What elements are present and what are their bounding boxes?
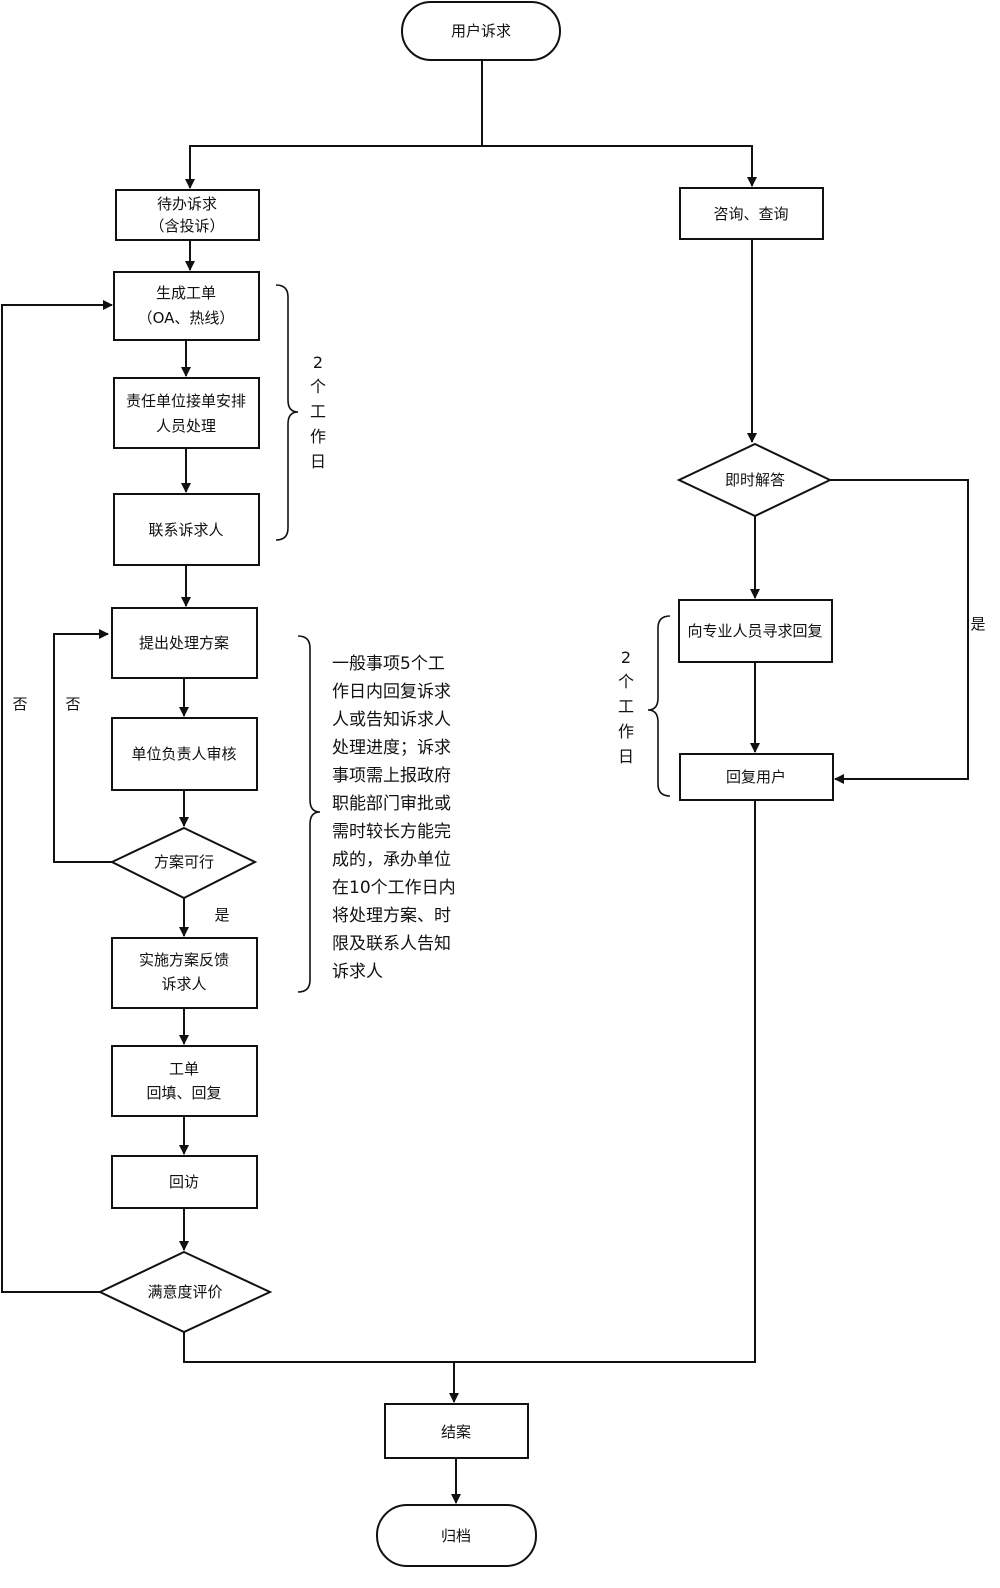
instant-answer-decision: 即时解答 [676,442,833,518]
instant-yes-label: 是 [970,615,985,633]
fill-back-line-1: 工单 [169,1060,199,1078]
reply-user-node: 回复用户 [679,753,834,801]
left-days-brace [275,284,299,541]
implement-line-2: 诉求人 [161,975,206,993]
contact-node: 联系诉求人 [113,493,260,566]
assign-line-1: 责任单位接单安排 [126,392,246,410]
pending-line-2: （含投诉） [149,217,224,235]
right-days-char-2: 个 [618,672,634,691]
propose-node: 提出处理方案 [111,607,258,679]
close-label: 结案 [441,1423,471,1441]
right-days-char-4: 作 [618,722,634,741]
left-days-char-2: 个 [310,377,326,396]
rule-note: 一般事项5个工 作日内回复诉求 人或告知诉求人 处理进度；诉求 事项需上报政府 … [332,654,456,982]
revisit-node: 回访 [111,1155,258,1209]
left-days-char-4: 作 [310,427,326,446]
satisfaction-label: 满意度评价 [147,1283,222,1301]
right-days-char-1: 2 [621,648,631,667]
rule-line-6: 职能部门审批或 [332,794,451,814]
rule-line-4: 处理进度；诉求 [332,738,451,758]
review-label: 单位负责人审核 [131,745,236,763]
right-days-char-5: 日 [618,747,634,766]
feasible-decision: 方案可行 [109,826,258,900]
satisfaction-no-label: 否 [12,695,27,713]
start-node: 用户诉求 [401,1,561,61]
contact-label: 联系诉求人 [148,521,223,539]
instant-label: 即时解答 [725,471,785,489]
create-order-line-2: （OA、热线） [138,309,235,327]
rule-line-5: 事项需上报政府 [332,766,451,786]
feasible-yes-label: 是 [214,906,229,924]
fill-back-line-2: 回填、回复 [146,1084,221,1102]
rule-line-12: 诉求人 [332,962,383,982]
archive-node: 归档 [376,1504,537,1567]
archive-label: 归档 [441,1527,471,1545]
left-days-char-5: 日 [310,452,326,471]
right-days-note: 2 个 工 作 日 [618,648,634,766]
rule-line-1: 一般事项5个工 [332,654,445,674]
rule-line-11: 限及联系人告知 [332,934,451,954]
review-node: 单位负责人审核 [111,717,258,791]
left-days-char-3: 工 [310,402,326,421]
assign-line-2: 人员处理 [156,417,216,435]
pending-request-node: 待办诉求 （含投诉） [115,189,260,241]
close-node: 结案 [384,1403,529,1459]
assign-node: 责任单位接单安排 人员处理 [113,377,260,449]
implement-line-1: 实施方案反馈 [139,951,229,969]
pending-line-1: 待办诉求 [157,195,217,213]
start-label: 用户诉求 [451,22,511,40]
fill-back-node: 工单 回填、回复 [111,1045,258,1117]
consult-label: 咨询、查询 [713,205,788,223]
rule-line-10: 将处理方案、时 [332,906,451,926]
consult-node: 咨询、查询 [679,187,824,240]
connectors [1,60,969,1504]
seek-expert-label: 向专业人员寻求回复 [687,622,822,640]
rule-line-9: 在10个工作日内 [332,878,456,898]
right-days-brace [647,615,671,797]
create-order-line-1: 生成工单 [156,284,216,302]
feasible-no-label: 否 [65,695,80,713]
left-days-char-1: 2 [313,353,323,372]
rule-line-3: 人或告知诉求人 [332,710,451,730]
revisit-label: 回访 [169,1173,199,1191]
reply-user-label: 回复用户 [726,768,786,786]
satisfaction-decision: 满意度评价 [97,1250,273,1334]
create-order-node: 生成工单 （OA、热线） [113,271,260,341]
feasible-label: 方案可行 [154,853,214,871]
right-days-char-3: 工 [618,697,634,716]
rule-line-8: 成的，承办单位 [332,850,451,870]
rule-note-brace [297,635,321,993]
propose-label: 提出处理方案 [139,634,229,652]
implement-node: 实施方案反馈 诉求人 [111,937,258,1009]
left-days-note: 2 个 工 作 日 [310,353,326,471]
rule-line-2: 作日内回复诉求 [332,682,451,702]
rule-line-7: 需时较长方能完 [332,822,451,842]
seek-expert-node: 向专业人员寻求回复 [678,599,833,663]
